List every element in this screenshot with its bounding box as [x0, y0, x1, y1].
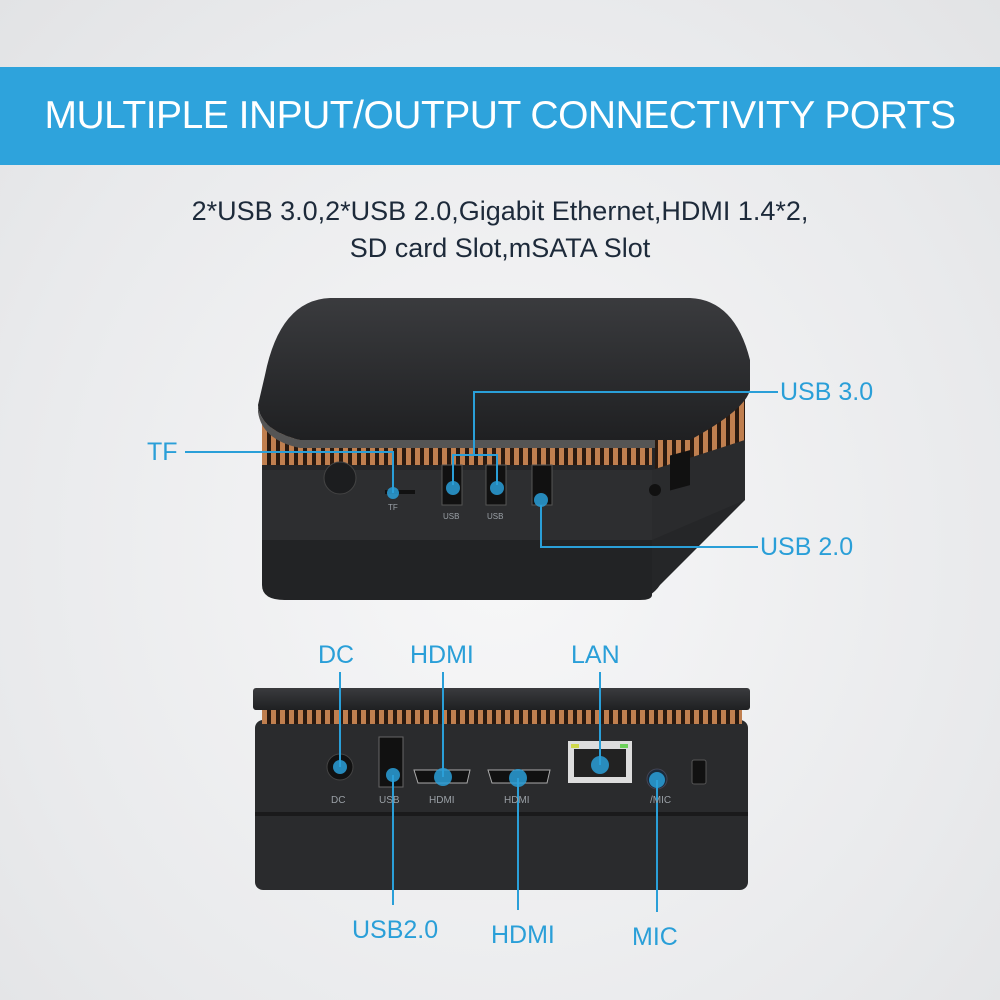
port-label-tf: TF [388, 503, 398, 512]
callout-usb2-rear: USB2.0 [352, 916, 439, 944]
port-label-mic: /MIC [650, 795, 672, 806]
front-device [258, 298, 750, 600]
subtitle-line-2: SD card Slot,mSATA Slot [349, 233, 651, 263]
callout-hdmi-top: HDMI [410, 641, 474, 669]
subtitle-line-1: 2*USB 3.0,2*USB 2.0,Gigabit Ethernet,HDM… [191, 196, 809, 226]
port-label-usb-a: USB [443, 512, 460, 521]
callout-hdmi-bottom: HDMI [491, 921, 555, 949]
banner-title: MULTIPLE INPUT/OUTPUT CONNECTIVITY PORTS [44, 94, 956, 137]
port-label-usb: USB [379, 795, 400, 806]
callout-lan: LAN [571, 641, 620, 669]
callout-lines [185, 391, 778, 912]
callout-tf: TF [147, 438, 178, 466]
callout-usb2: USB 2.0 [760, 533, 854, 561]
port-label-hdmi-2: HDMI [504, 795, 530, 806]
port-label-dc: DC [331, 795, 346, 806]
callout-dc: DC [318, 641, 355, 669]
port-label-hdmi-1: HDMI [429, 795, 455, 806]
port-label-usb-b: USB [487, 512, 504, 521]
port-markers [333, 481, 665, 788]
banner: MULTIPLE INPUT/OUTPUT CONNECTIVITY PORTS [0, 67, 1000, 165]
callout-usb3: USB 3.0 [780, 378, 874, 406]
subtitle: 2*USB 3.0,2*USB 2.0,Gigabit Ethernet,HDM… [0, 193, 1000, 267]
rear-device [253, 688, 750, 890]
callout-mic: MIC [632, 923, 678, 951]
